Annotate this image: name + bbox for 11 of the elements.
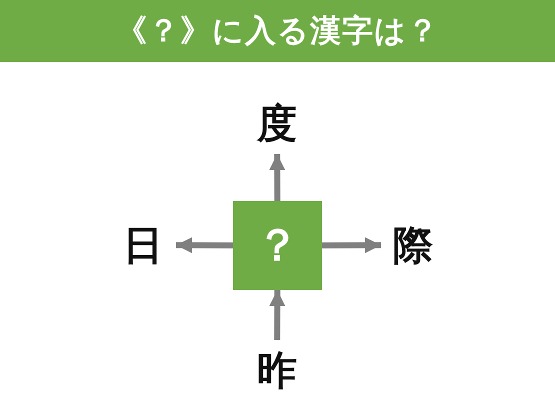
arrow (269, 154, 286, 202)
kanji: 際 (393, 222, 433, 270)
question-box (233, 201, 322, 290)
arrow (322, 237, 382, 254)
arrow (269, 290, 286, 340)
kanji: 昨 (257, 346, 297, 396)
arrow (176, 237, 234, 254)
kanji: ？ (256, 219, 300, 273)
title: 《？》に入る漢字は？ (116, 12, 439, 51)
kanji: 度 (257, 100, 297, 148)
kanji: 日 (123, 222, 163, 270)
